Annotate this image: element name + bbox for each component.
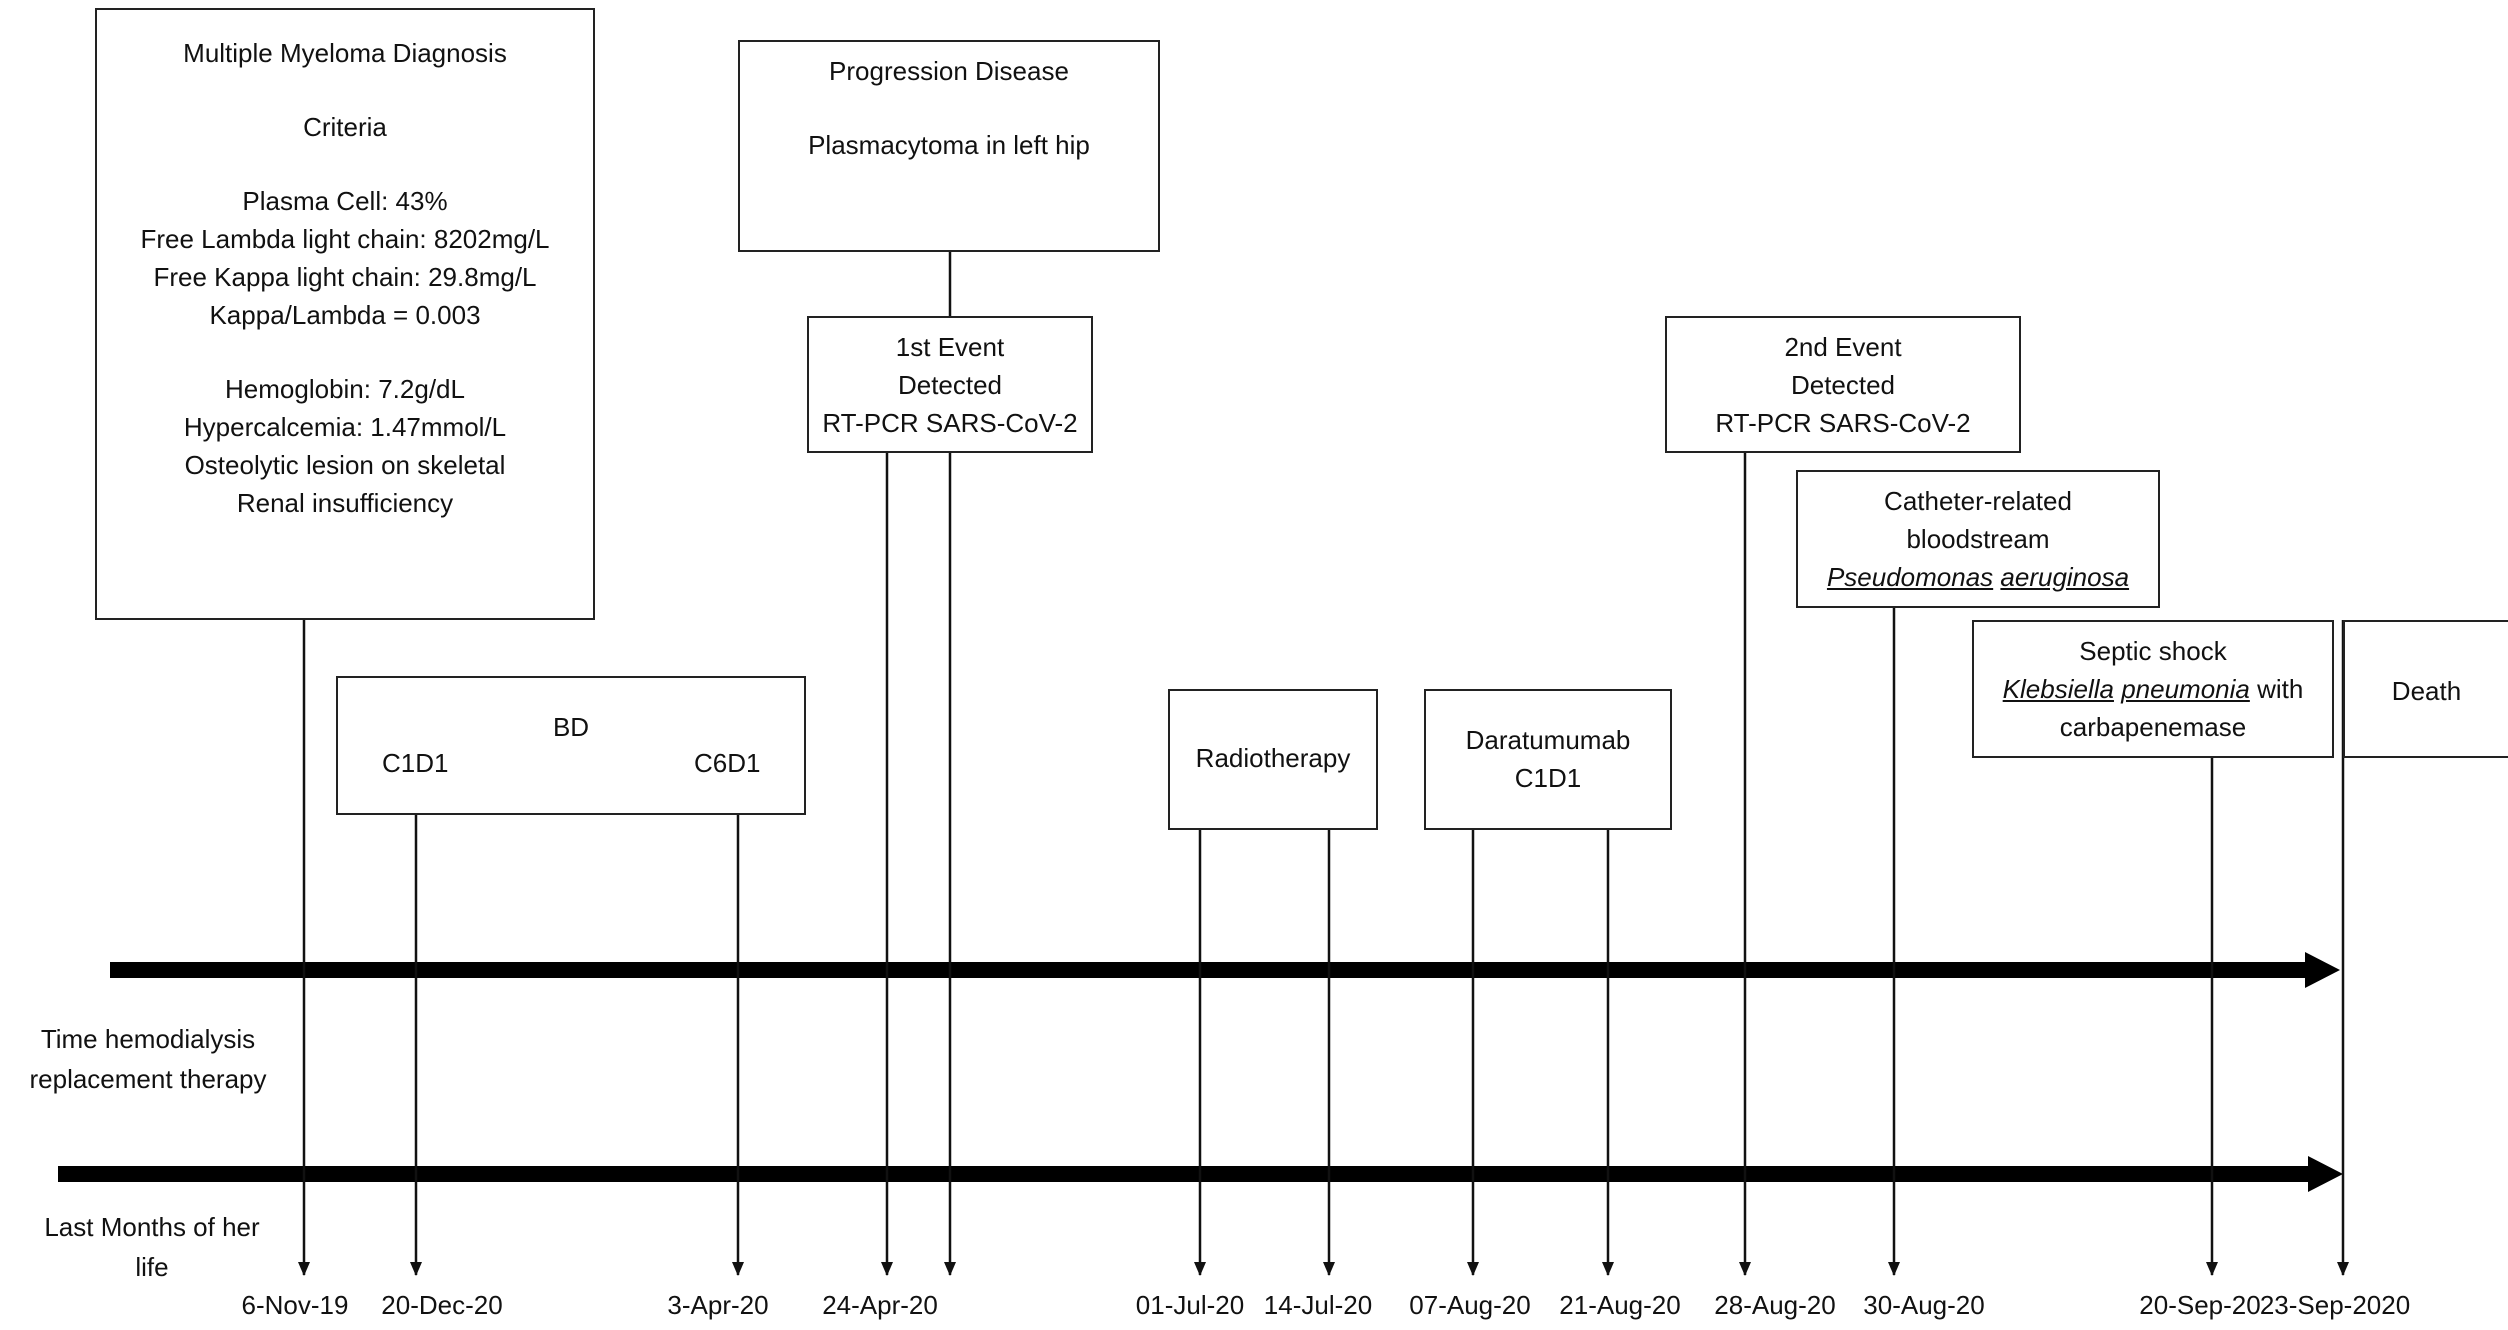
diagnosis-criteria: Criteria [303, 112, 387, 142]
diagnosis-clinical-line: Renal insufficiency [236, 488, 454, 518]
septic-genus: Klebsiella [2002, 674, 2114, 704]
first-event-title: 1st Event [895, 332, 1005, 362]
date-label: 21-Aug-20 [1559, 1290, 1681, 1320]
second-event-title: 2nd Event [1784, 332, 1902, 362]
diagnosis-lab-line: Free Lambda light chain: 8202mg/L [140, 224, 550, 254]
catheter-line2: bloodstream [1906, 524, 2050, 554]
diagnosis-clinical-line: Hypercalcemia: 1.47mmol/L [183, 412, 507, 442]
second-event-test: RT-PCR SARS-CoV-2 [1715, 408, 1971, 438]
date-label: 30-Aug-20 [1863, 1290, 1985, 1320]
last-months-axis-label: Last Months of her life [24, 1207, 280, 1287]
diagnosis-lab-line: Plasma Cell: 43% [242, 186, 448, 216]
radiotherapy-box: Radiotherapy [1168, 689, 1378, 830]
hemodialysis-label-line: replacement therapy [29, 1064, 267, 1094]
diagnosis-title: Multiple Myeloma Diagnosis [183, 38, 507, 68]
diagnosis-clinical-line: Osteolytic lesion on skeletal [184, 450, 506, 480]
date-label: 20-Sep-20 [2139, 1290, 2261, 1320]
diagnosis-box: Multiple Myeloma Diagnosis Criteria Plas… [95, 8, 595, 620]
progression-title: Progression Disease [829, 56, 1069, 86]
last-months-label-line: Last Months of her [44, 1212, 260, 1242]
hemodialysis-arrow-head [2305, 952, 2340, 988]
date-label: 14-Jul-20 [1263, 1290, 1373, 1320]
date-label: 24-Apr-20 [822, 1290, 938, 1320]
septic-box: Septic shock Klebsiella pneumonia with c… [1972, 620, 2334, 758]
date-label: 23-Sep-2020 [2259, 1290, 2411, 1320]
daratumumab-label: Daratumumab [1465, 725, 1631, 755]
diagnosis-clinical-line: Hemoglobin: 7.2g/dL [225, 374, 465, 404]
septic-suffix: with [2249, 674, 2304, 704]
hemodialysis-label-line: Time hemodialysis [40, 1024, 256, 1054]
second-event-detected: Detected [1790, 370, 1896, 400]
date-label: 20-Dec-20 [381, 1290, 503, 1320]
first-event-test: RT-PCR SARS-CoV-2 [822, 408, 1078, 438]
bd-c6d1-label: C6D1 [694, 748, 761, 778]
bd-box: BD C1D1 C6D1 [336, 676, 806, 815]
death-box: Death [2343, 620, 2508, 758]
bd-title: BD [552, 712, 590, 742]
septic-species: pneumonia [2121, 674, 2250, 704]
date-label: 01-Jul-20 [1135, 1290, 1245, 1320]
catheter-line1: Catheter-related [1884, 486, 2072, 516]
daratumumab-box: Daratumumab C1D1 [1424, 689, 1672, 830]
septic-line3: carbapenemase [2059, 712, 2247, 742]
daratumumab-cycle: C1D1 [1514, 763, 1582, 793]
last-months-label-line: life [135, 1252, 169, 1282]
last-months-arrow-head [2308, 1156, 2343, 1192]
main-arrows [58, 952, 2343, 1192]
date-label: 07-Aug-20 [1409, 1290, 1531, 1320]
septic-organism: Klebsiella pneumonia with [1974, 670, 2332, 708]
date-ticks [298, 453, 2349, 1276]
date-label: 6-Nov-19 [241, 1290, 349, 1320]
catheter-genus: Pseudomonas [1826, 562, 1994, 592]
diagnosis-lab-line: Free Kappa light chain: 29.8mg/L [153, 262, 537, 292]
diagnosis-lab-line: Kappa/Lambda = 0.003 [209, 300, 481, 330]
hemodialysis-axis-label: Time hemodialysis replacement therapy [18, 1019, 278, 1099]
radiotherapy-label: Radiotherapy [1195, 743, 1351, 773]
catheter-box: Catheter-related bloodstream Pseudomonas… [1796, 470, 2160, 608]
date-label: 28-Aug-20 [1714, 1290, 1836, 1320]
catheter-species: aeruginosa [2000, 562, 2130, 592]
first-event-detected: Detected [897, 370, 1003, 400]
bd-c1d1-label: C1D1 [382, 748, 449, 778]
second-event-box: 2nd Event Detected RT-PCR SARS-CoV-2 [1665, 316, 2021, 453]
septic-line1: Septic shock [2079, 636, 2227, 666]
progression-box: Progression Disease Plasmacytoma in left… [738, 40, 1160, 252]
catheter-organism: Pseudomonas aeruginosa [1798, 558, 2158, 596]
death-label: Death [2391, 676, 2462, 706]
date-label: 3-Apr-20 [667, 1290, 769, 1320]
progression-detail: Plasmacytoma in left hip [808, 130, 1090, 160]
first-event-box: 1st Event Detected RT-PCR SARS-CoV-2 [807, 316, 1093, 453]
